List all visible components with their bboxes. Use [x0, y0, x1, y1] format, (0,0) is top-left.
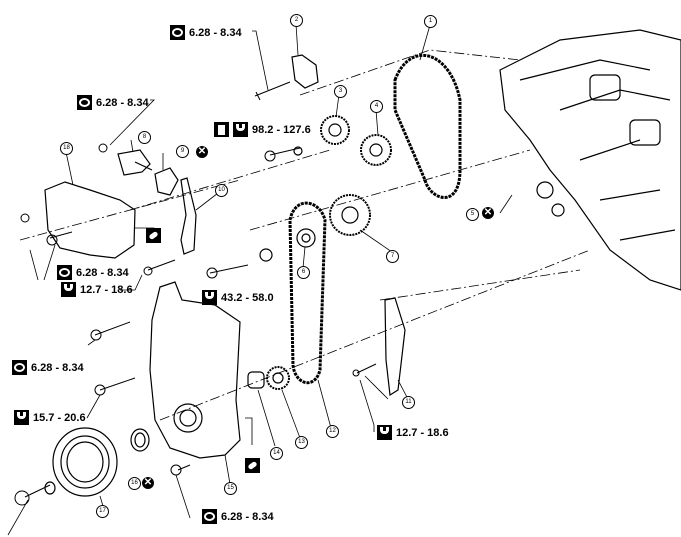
- callout-6: 6: [297, 266, 310, 279]
- bushing-6: [296, 228, 316, 248]
- locking-sealant-icon: [12, 360, 27, 375]
- bolts: [14, 81, 377, 506]
- torque-value: 6.28 - 8.34: [96, 96, 149, 109]
- slack-guide-10: [180, 177, 197, 255]
- front-oil-seal-16: [130, 428, 150, 452]
- chain-tensioner-8: [117, 149, 153, 176]
- do-not-reuse-icon: ✕: [482, 207, 494, 219]
- callout-2: 2: [290, 14, 303, 27]
- torque-wrench-icon: [14, 410, 29, 425]
- idler-sprocket-7: [329, 194, 371, 236]
- callout-4: 4: [370, 100, 383, 113]
- callout-13: 13: [295, 436, 308, 449]
- torque-label-lower-bolt: 6.28 - 8.34: [202, 509, 274, 524]
- crank-sprocket-13: [266, 366, 290, 390]
- callout-16: 16: [128, 477, 141, 490]
- crankshaft-pulley-17: [52, 427, 118, 497]
- locking-sealant-icon: [57, 265, 72, 280]
- locking-sealant-icon: [202, 509, 217, 524]
- torque-value: 98.2 - 127.6: [252, 123, 311, 136]
- spacer-14: [247, 371, 265, 389]
- torque-wrench-icon: [202, 290, 217, 305]
- torque-label-tensioner-bolt: 6.28 - 8.34: [77, 95, 149, 110]
- leader-lines: [7, 23, 513, 536]
- locking-sealant-icon: [170, 25, 185, 40]
- cylinder-block: [499, 29, 681, 291]
- lower-timing-chain: [288, 201, 327, 384]
- torque-wrench-icon: [61, 282, 76, 297]
- do-not-reuse-icon: ✕: [142, 477, 154, 489]
- upper-timing-chain: [393, 53, 462, 199]
- tension-guide-11: [384, 297, 406, 397]
- liquid-gasket-icon: [146, 228, 161, 243]
- camshaft-sprocket-4: [360, 134, 392, 166]
- torque-wrench-icon: [233, 122, 248, 137]
- apply-oil-icon: [214, 122, 229, 137]
- torque-value: 12.7 - 18.6: [396, 426, 449, 439]
- torque-value: 6.28 - 8.34: [221, 510, 274, 523]
- callout-18: 18: [60, 142, 73, 155]
- torque-label-front-cover-bolt: 6.28 - 8.34: [12, 360, 84, 375]
- tensioner-gasket-9: [154, 167, 179, 196]
- callout-3: 3: [334, 85, 347, 98]
- torque-label-guide-bolt: 12.7 - 18.6: [61, 282, 133, 297]
- torque-label-front-cover-long-bolt: 15.7 - 20.6: [14, 410, 86, 425]
- liquid-gasket-icon: [245, 458, 260, 473]
- torque-label-bracket-bolt: 6.28 - 8.34: [170, 25, 242, 40]
- callout-1: 1: [424, 15, 437, 28]
- torque-label-idler-bolt: 43.2 - 58.0: [202, 290, 274, 305]
- torque-value: 6.28 - 8.34: [76, 266, 129, 279]
- torque-label-cover-nut: 6.28 - 8.34: [57, 265, 129, 280]
- callout-12: 12: [326, 425, 339, 438]
- torque-value: 6.28 - 8.34: [31, 361, 84, 374]
- callout-14: 14: [270, 447, 283, 460]
- front-cover-15: [149, 281, 241, 459]
- torque-value: 15.7 - 20.6: [33, 411, 86, 424]
- do-not-reuse-icon: ✕: [196, 146, 208, 158]
- chain-guide-bracket-2: [291, 54, 319, 89]
- callout-15: 15: [224, 482, 237, 495]
- locking-sealant-icon: [77, 95, 92, 110]
- tensioner-cover-18: [44, 181, 136, 259]
- callout-11: 11: [402, 396, 415, 409]
- callout-7: 7: [386, 250, 399, 263]
- callout-8: 8: [138, 131, 151, 144]
- torque-label-tension-guide-bolt: 12.7 - 18.6: [377, 425, 449, 440]
- callout-10: 10: [215, 184, 228, 197]
- callout-17: 17: [96, 505, 109, 518]
- torque-wrench-icon: [377, 425, 392, 440]
- alignment-lines: [19, 49, 591, 421]
- callout-5: 5: [466, 208, 479, 221]
- torque-value: 43.2 - 58.0: [221, 291, 274, 304]
- callout-9: 9: [176, 145, 189, 158]
- torque-label-sprocket-bolt: 98.2 - 127.6: [214, 122, 311, 137]
- camshaft-sprocket-3: [320, 115, 350, 145]
- washer: [259, 146, 303, 262]
- torque-value: 12.7 - 18.6: [80, 283, 133, 296]
- torque-value: 6.28 - 8.34: [189, 26, 242, 39]
